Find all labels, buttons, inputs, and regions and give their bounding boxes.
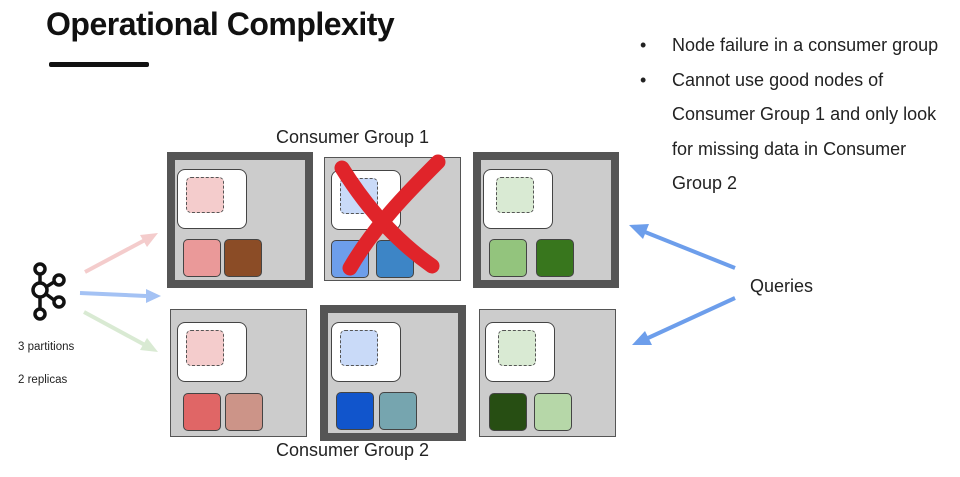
partition-block (489, 393, 527, 431)
consumer-group-2-label: Consumer Group 2 (276, 440, 430, 460)
partitions-label: 3 partitions (18, 341, 75, 353)
title-underline (49, 62, 149, 67)
index-card (177, 169, 247, 229)
partition-block (336, 392, 374, 430)
bullet-item: • Cannot use good nodes of Consumer Group… (630, 63, 940, 201)
bullet-dot: • (640, 35, 647, 55)
partition-block (183, 239, 221, 277)
query-arrow-bottom (632, 296, 736, 345)
partition-block (376, 240, 414, 278)
cg1-node-2-failed (324, 157, 461, 281)
replica-slot (340, 330, 378, 366)
bullet-text: Node failure in a consumer group (672, 35, 939, 55)
cg2-node-3 (479, 309, 616, 437)
cg1-node-3 (473, 152, 619, 288)
slide-title: Operational Complexity (46, 6, 395, 42)
cg2-node-2 (320, 305, 466, 441)
replica-slot (186, 330, 224, 366)
index-card (177, 322, 247, 382)
replica-slot (496, 177, 534, 213)
partition-block (534, 393, 572, 431)
partition-block (536, 239, 574, 277)
partition-block (379, 392, 417, 430)
replica-slot (186, 177, 224, 213)
replica-slot (498, 330, 536, 366)
index-card (485, 322, 555, 382)
index-card (331, 170, 401, 230)
bullet-text: Cannot use good nodes of Consumer Group … (672, 69, 937, 194)
index-card (483, 169, 553, 229)
replica-slot (340, 178, 378, 214)
queries-label: Queries (750, 276, 814, 296)
replicas-label: 2 replicas (18, 374, 68, 386)
index-card (331, 322, 401, 382)
input-arrow-green (83, 310, 158, 352)
input-arrow-red (84, 233, 158, 274)
kafka-logo-icon (31, 262, 66, 321)
cg2-node-1 (170, 309, 307, 437)
input-arrow-blue (79, 289, 161, 303)
bullet-list: • Node failure in a consumer group • Canno… (630, 28, 940, 201)
partition-block (489, 239, 527, 277)
cg1-node-1 (167, 152, 313, 288)
query-arrow-top (629, 224, 736, 270)
bullet-dot: • (640, 69, 647, 90)
partition-block (224, 239, 262, 277)
partition-block (183, 393, 221, 431)
partition-block (225, 393, 263, 431)
partition-block (331, 240, 369, 278)
bullet-item: • Node failure in a consumer group (630, 28, 940, 63)
consumer-group-1-label: Consumer Group 1 (276, 127, 430, 147)
